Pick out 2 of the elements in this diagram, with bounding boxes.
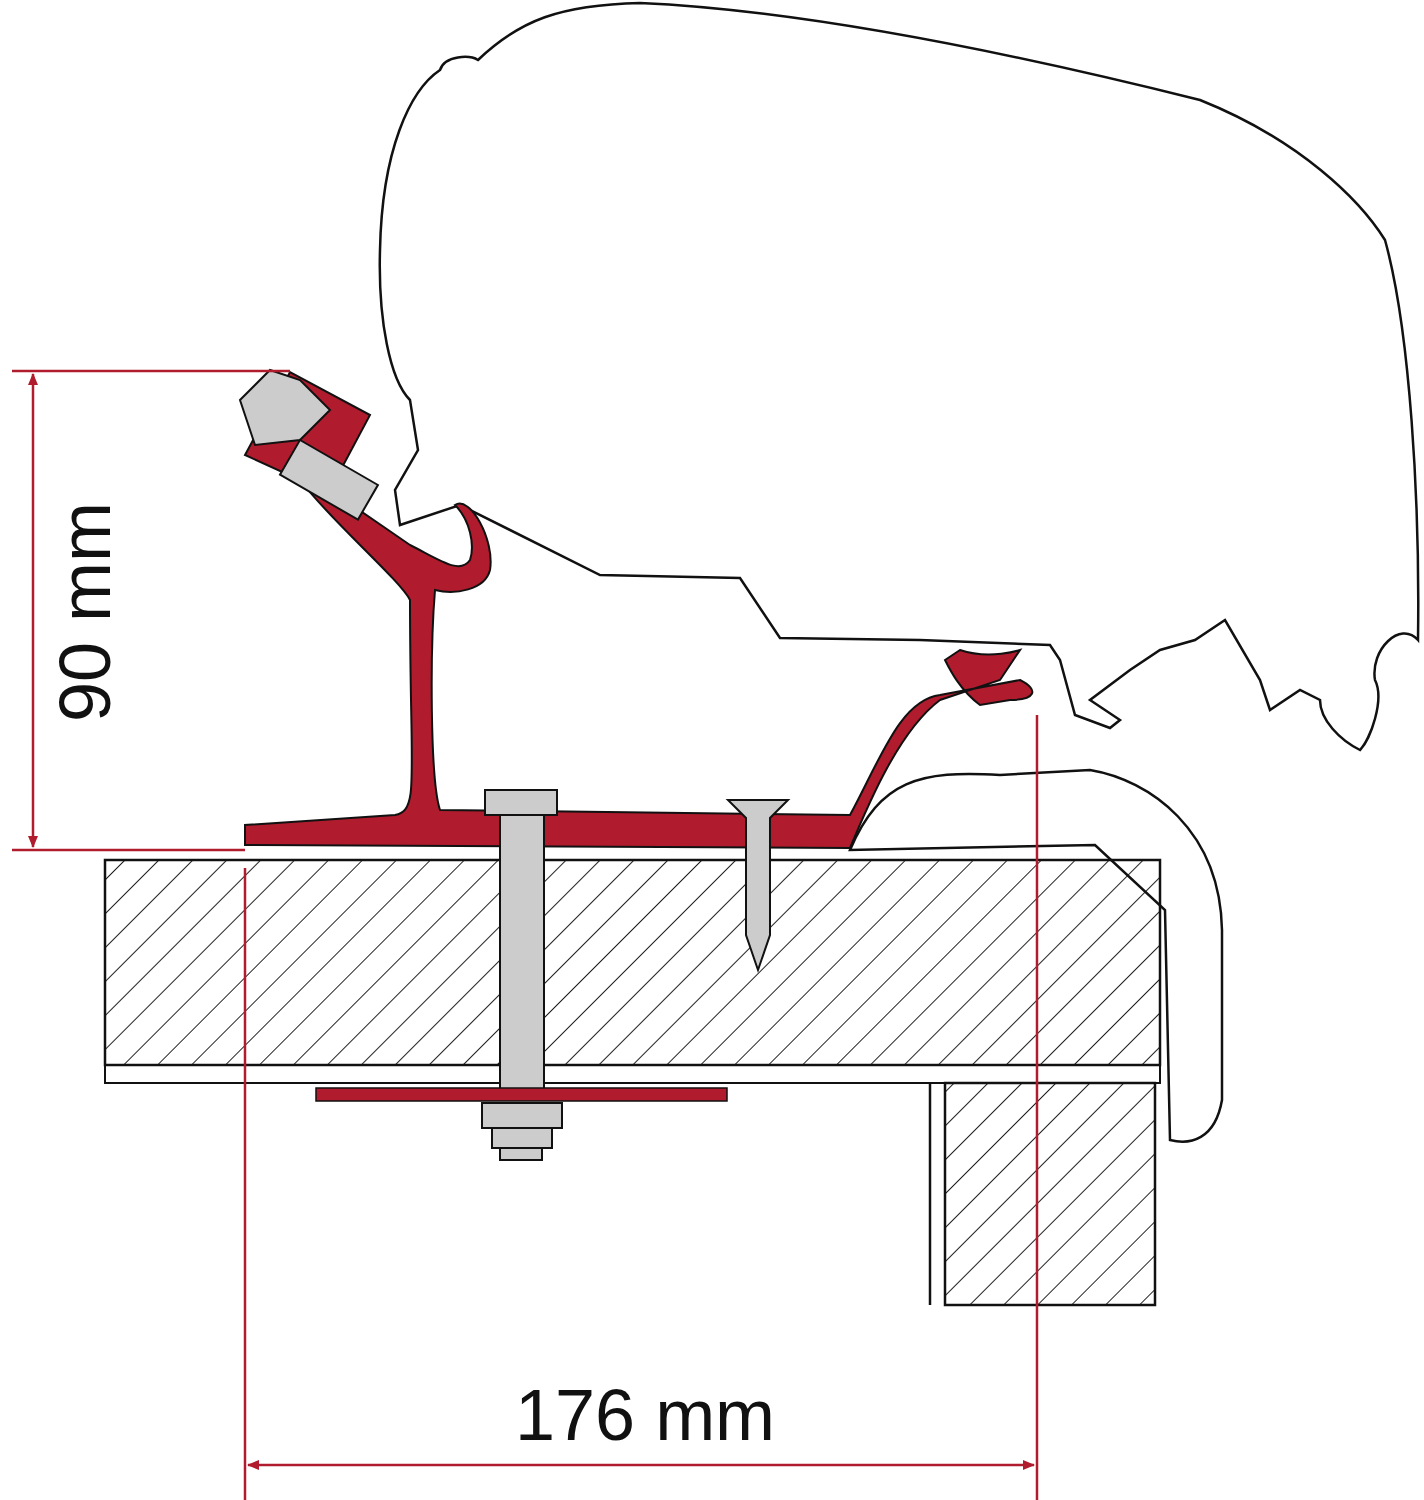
dimension-label: 176 mm: [515, 1379, 776, 1451]
dimension-label: 90 mm: [49, 502, 121, 722]
